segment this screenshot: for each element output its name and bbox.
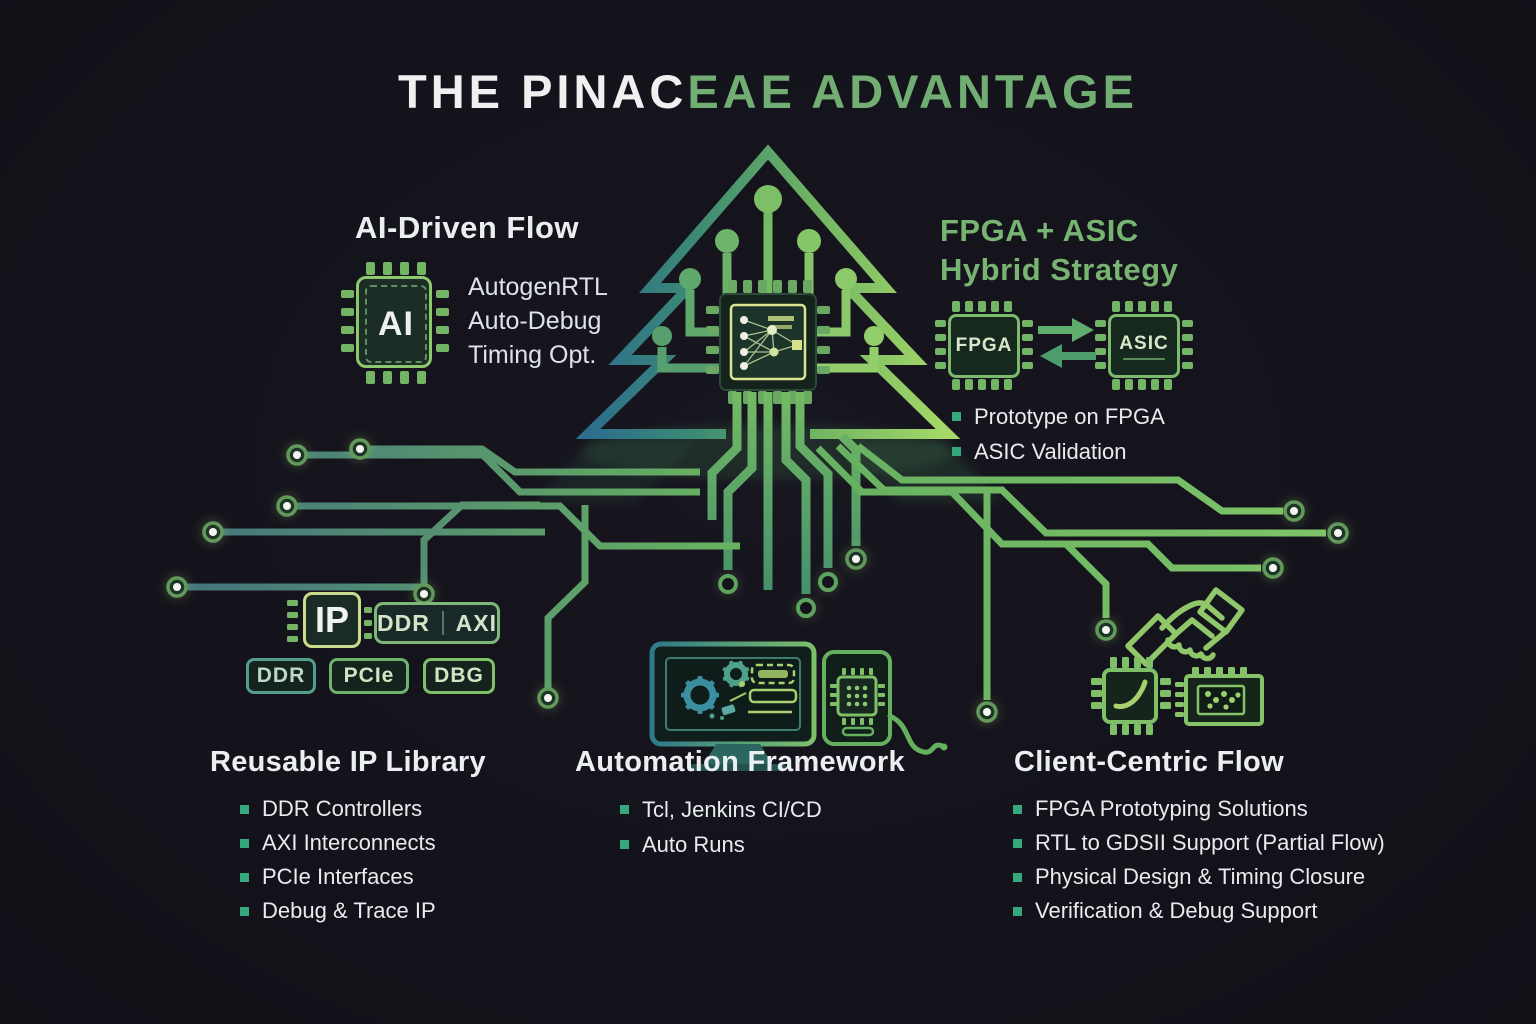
- circuit-board-icon: [1175, 667, 1264, 726]
- list-item: Debug & Trace IP: [240, 894, 436, 928]
- bullet-text: RTL to GDSII Support (Partial Flow): [1035, 830, 1385, 855]
- list-item: Prototype on FPGA: [952, 399, 1165, 434]
- fpga-chip-pins: [935, 301, 1033, 390]
- ip-chip-pins: [287, 600, 372, 642]
- trunk-traces: [707, 392, 861, 594]
- ip-badge-label: IP: [314, 599, 349, 640]
- feature-item: AutogenRTL: [468, 273, 608, 301]
- list-item: ASIC Validation: [952, 434, 1165, 469]
- badge-separator: [441, 611, 444, 635]
- hybrid-heading-line1: FPGA + ASIC: [940, 213, 1139, 248]
- hybrid-heading-line2: Hybrid Strategy: [940, 252, 1179, 287]
- right-circuit-traces: [815, 443, 1326, 700]
- ip-badge: IP: [303, 592, 361, 648]
- bullet-square-icon: [1013, 838, 1022, 848]
- automation-heading: Automation Framework: [575, 746, 905, 778]
- bullet-text: Verification & Debug Support: [1035, 898, 1318, 923]
- bullet-text: ASIC Validation: [974, 438, 1127, 464]
- bullet-text: AXI Interconnects: [262, 830, 436, 855]
- bullet-square-icon: [240, 906, 249, 916]
- list-item: PCIe Interfaces: [240, 860, 436, 894]
- asic-chip-underline: [1123, 357, 1165, 360]
- bullet-square-icon: [1013, 906, 1022, 916]
- bullet-text: PCIe Interfaces: [262, 864, 414, 889]
- list-item: RTL to GDSII Support (Partial Flow): [1013, 826, 1385, 860]
- ip-library-bullet-list: DDR Controllers AXI Interconnects PCIe I…: [240, 792, 436, 928]
- ai-flow-feature-list: AutogenRTL Auto-Debug Timing Opt.: [468, 270, 608, 372]
- gear-icon-small: [722, 660, 750, 688]
- client-bullet-list: FPGA Prototyping Solutions RTL to GDSII …: [1013, 792, 1385, 928]
- bullet-square-icon: [620, 840, 629, 849]
- bullet-text: Auto Runs: [642, 831, 745, 857]
- list-item: Physical Design & Timing Closure: [1013, 860, 1385, 894]
- automation-bullet-list: Tcl, Jenkins CI/CD Auto Runs: [620, 792, 822, 862]
- asic-chip-label: ASIC: [1119, 332, 1169, 354]
- ai-chip-pins: [341, 262, 449, 384]
- ddr-axi-badge: DDR AXI: [374, 602, 500, 644]
- fpga-chip-label: FPGA: [955, 335, 1013, 356]
- title-green-part: EAE ADVANTAGE: [687, 65, 1138, 118]
- bullet-text: FPGA Prototyping Solutions: [1035, 796, 1308, 821]
- exchange-arrows-icon: [1038, 318, 1096, 368]
- dbg-badge: DBG: [423, 658, 495, 694]
- title-white-part: THE PINAC: [398, 65, 688, 118]
- list-item: Auto Runs: [620, 827, 822, 862]
- ai-flow-heading: AI-Driven Flow: [355, 210, 580, 245]
- bullet-text: Tcl, Jenkins CI/CD: [642, 796, 822, 822]
- fpga-chip-icon: FPGA: [948, 314, 1020, 378]
- bullet-square-icon: [1013, 804, 1022, 814]
- pine-tree-circuit-icon: [575, 144, 961, 439]
- bullet-square-icon: [240, 872, 249, 882]
- pcie-badge: PCIe: [329, 658, 409, 694]
- bullet-text: Debug & Trace IP: [262, 898, 436, 923]
- ip-library-heading: Reusable IP Library: [210, 746, 486, 778]
- left-circuit-traces: [183, 445, 740, 692]
- bullet-text: Prototype on FPGA: [974, 403, 1165, 429]
- list-item: FPGA Prototyping Solutions: [1013, 792, 1385, 826]
- monitor-automation-icon: [649, 641, 817, 771]
- page-title: THE PINACEAE ADVANTAGE: [0, 64, 1536, 119]
- bullet-square-icon: [240, 804, 249, 814]
- bullet-square-icon: [620, 805, 629, 814]
- chip-check-icon: [1091, 657, 1171, 735]
- list-item: Verification & Debug Support: [1013, 894, 1385, 928]
- bullet-square-icon: [1013, 872, 1022, 882]
- combo-badge-left: DDR: [377, 609, 430, 636]
- bullet-square-icon: [952, 447, 961, 456]
- feature-item: Auto-Debug: [468, 307, 602, 335]
- ai-chip-label: AI: [378, 304, 414, 343]
- list-item: AXI Interconnects: [240, 826, 436, 860]
- bullet-square-icon: [952, 412, 961, 421]
- hybrid-heading: FPGA + ASIC Hybrid Strategy: [940, 211, 1178, 289]
- ai-chip-inner: AI: [365, 285, 427, 363]
- asic-chip-pins: [1095, 301, 1193, 390]
- gear-icon: [681, 676, 719, 714]
- combo-badge-right: AXI: [455, 609, 497, 636]
- client-heading: Client-Centric Flow: [1014, 746, 1284, 778]
- tablet-chip-icon: [822, 650, 948, 755]
- ai-chip-icon: AI: [356, 276, 432, 368]
- neural-chip-icon: [706, 280, 830, 404]
- flowchart-doodles: [709, 663, 798, 720]
- bullet-text: DDR Controllers: [262, 796, 423, 821]
- ddr-badge: DDR: [246, 658, 316, 694]
- bullet-text: Physical Design & Timing Closure: [1035, 864, 1366, 889]
- asic-chip-icon: ASIC: [1108, 314, 1180, 378]
- bullet-square-icon: [240, 838, 249, 848]
- list-item: Tcl, Jenkins CI/CD: [620, 792, 822, 827]
- feature-item: Timing Opt.: [468, 341, 597, 369]
- hybrid-bullet-list: Prototype on FPGA ASIC Validation: [952, 399, 1165, 469]
- handshake-icon: [1125, 587, 1245, 667]
- list-item: DDR Controllers: [240, 792, 436, 826]
